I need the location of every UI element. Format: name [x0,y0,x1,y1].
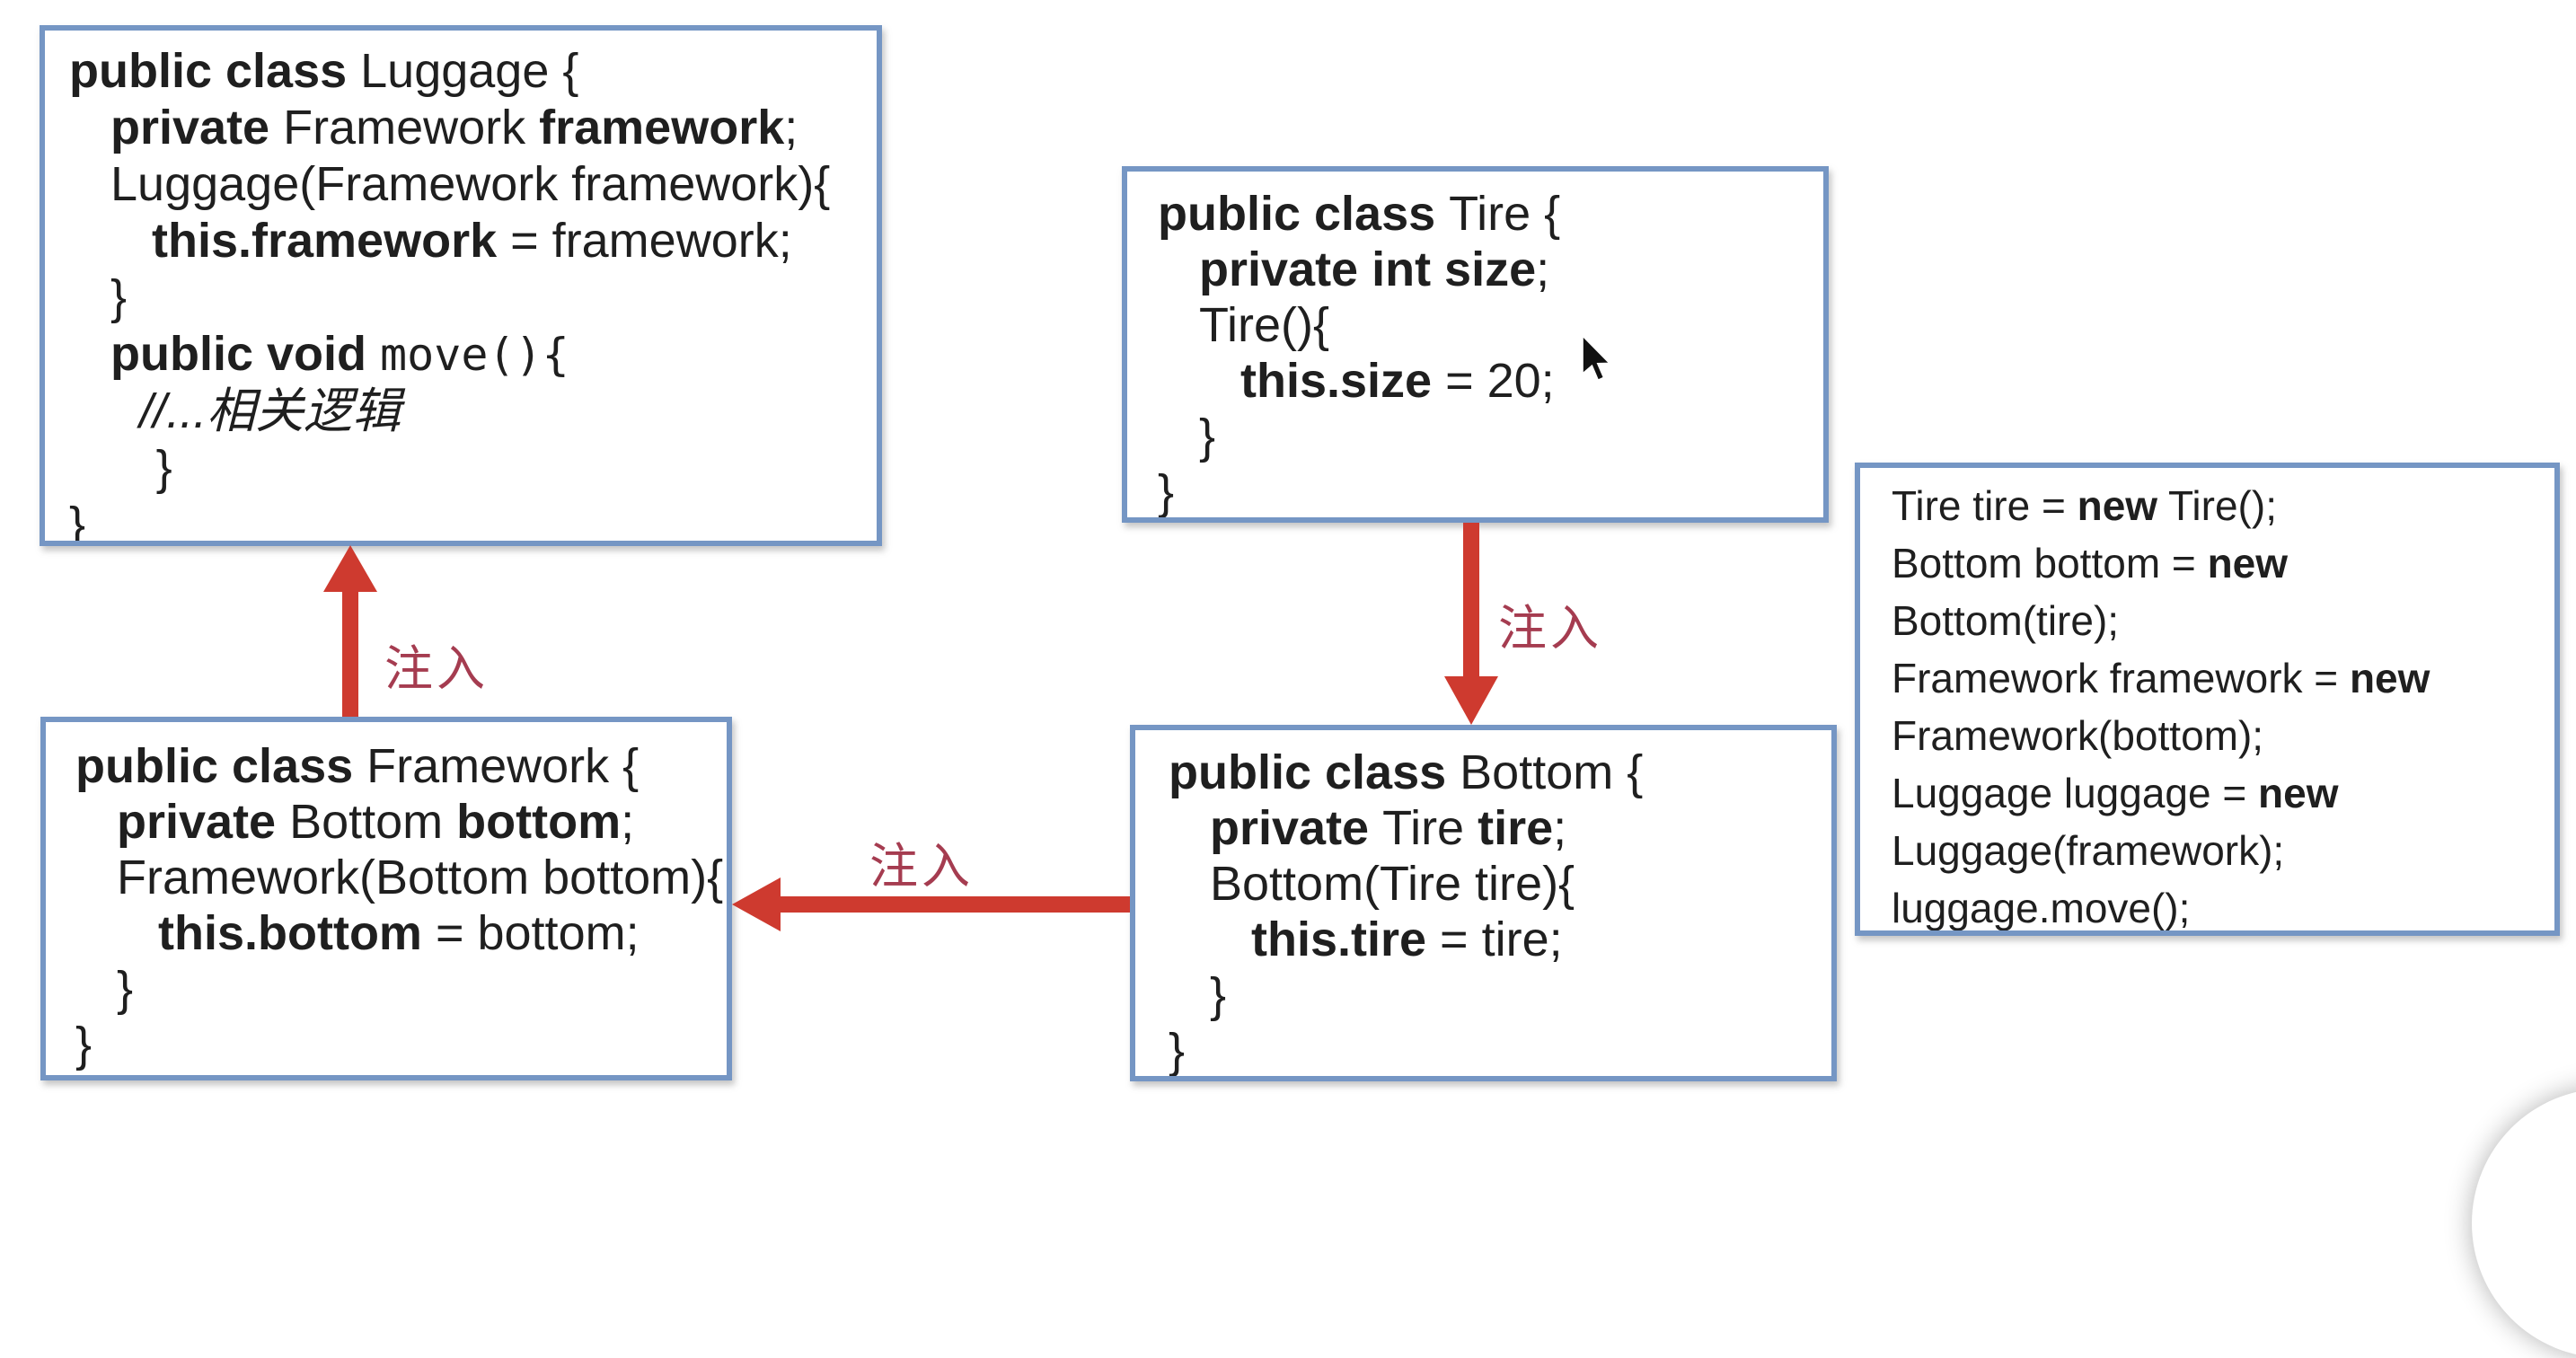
code-line: public class Bottom { [1169,745,1644,799]
code-line: } [75,1018,93,1071]
code-line: this.framework = framework; [152,214,792,268]
usage-code-box: Tire tire = new Tire(); Bottom bottom = n… [1855,463,2560,936]
code-line: } [155,441,172,495]
code-line: public class Tire { [1158,187,1561,241]
code-line: //...相关逻辑 [139,384,401,438]
code-line: Framework(bottom); [1892,712,2264,759]
arrow-left-head-icon [732,877,781,931]
inject-label-down: 注入 [1498,602,1602,656]
mouse-cursor-icon [1582,334,1611,382]
code-line: private Framework framework; [110,101,798,154]
code-line: public class Framework { [75,739,640,793]
code-line: Framework(Bottom bottom){ [117,851,724,904]
code-line: Tire tire = new Tire(); [1892,482,2277,529]
code-line: private Tire tire; [1210,801,1567,855]
code-line: private int size; [1199,242,1550,296]
code-line: public void move(){ [110,327,569,381]
code-line: luggage.move(); [1892,885,2191,931]
code-line: Bottom(Tire tire){ [1210,857,1575,911]
code-line: this.size = 20; [1240,354,1555,408]
arrow-down-head-icon [1444,676,1498,725]
code-line: Luggage luggage = new [1892,770,2339,816]
code-line: Tire(){ [1199,298,1329,352]
inject-label-up: 注入 [384,642,489,696]
arrow-left-shaft [777,896,1130,913]
code-line: } [1199,410,1216,463]
code-line: this.bottom = bottom; [158,906,640,960]
code-line: } [1158,465,1175,519]
code-line: public class Luggage { [69,44,579,98]
code-line: private Bottom bottom; [117,795,635,849]
code-line: } [1210,968,1227,1022]
arrow-up-shaft [342,588,358,717]
luggage-class-box: public class Luggage {private Framework … [40,25,882,546]
code-line: Luggage(framework); [1892,827,2285,874]
bottom-class-box: public class Bottom {private Tire tire;B… [1130,725,1837,1081]
code-line: Framework framework = new [1892,655,2430,701]
code-line: Luggage(Framework framework){ [110,157,831,211]
inject-label-left: 注入 [869,840,974,894]
corner-floating-button[interactable] [2472,1089,2576,1358]
code-line: } [1169,1024,1186,1078]
code-line: this.tire = tire; [1251,913,1563,966]
code-line: Bottom bottom = new [1892,540,2289,586]
code-line: } [69,498,86,546]
arrow-down-shaft [1463,523,1479,678]
dependency-injection-diagram: public class Luggage {private Framework … [40,25,2560,1081]
code-line: } [117,962,134,1016]
code-line: } [110,270,128,324]
tire-class-box: public class Tire {private int size;Tire… [1122,166,1829,523]
code-line: Bottom(tire); [1892,597,2120,644]
arrow-up-head-icon [323,545,377,592]
framework-class-box: public class Framework {private Bottom b… [40,717,732,1080]
